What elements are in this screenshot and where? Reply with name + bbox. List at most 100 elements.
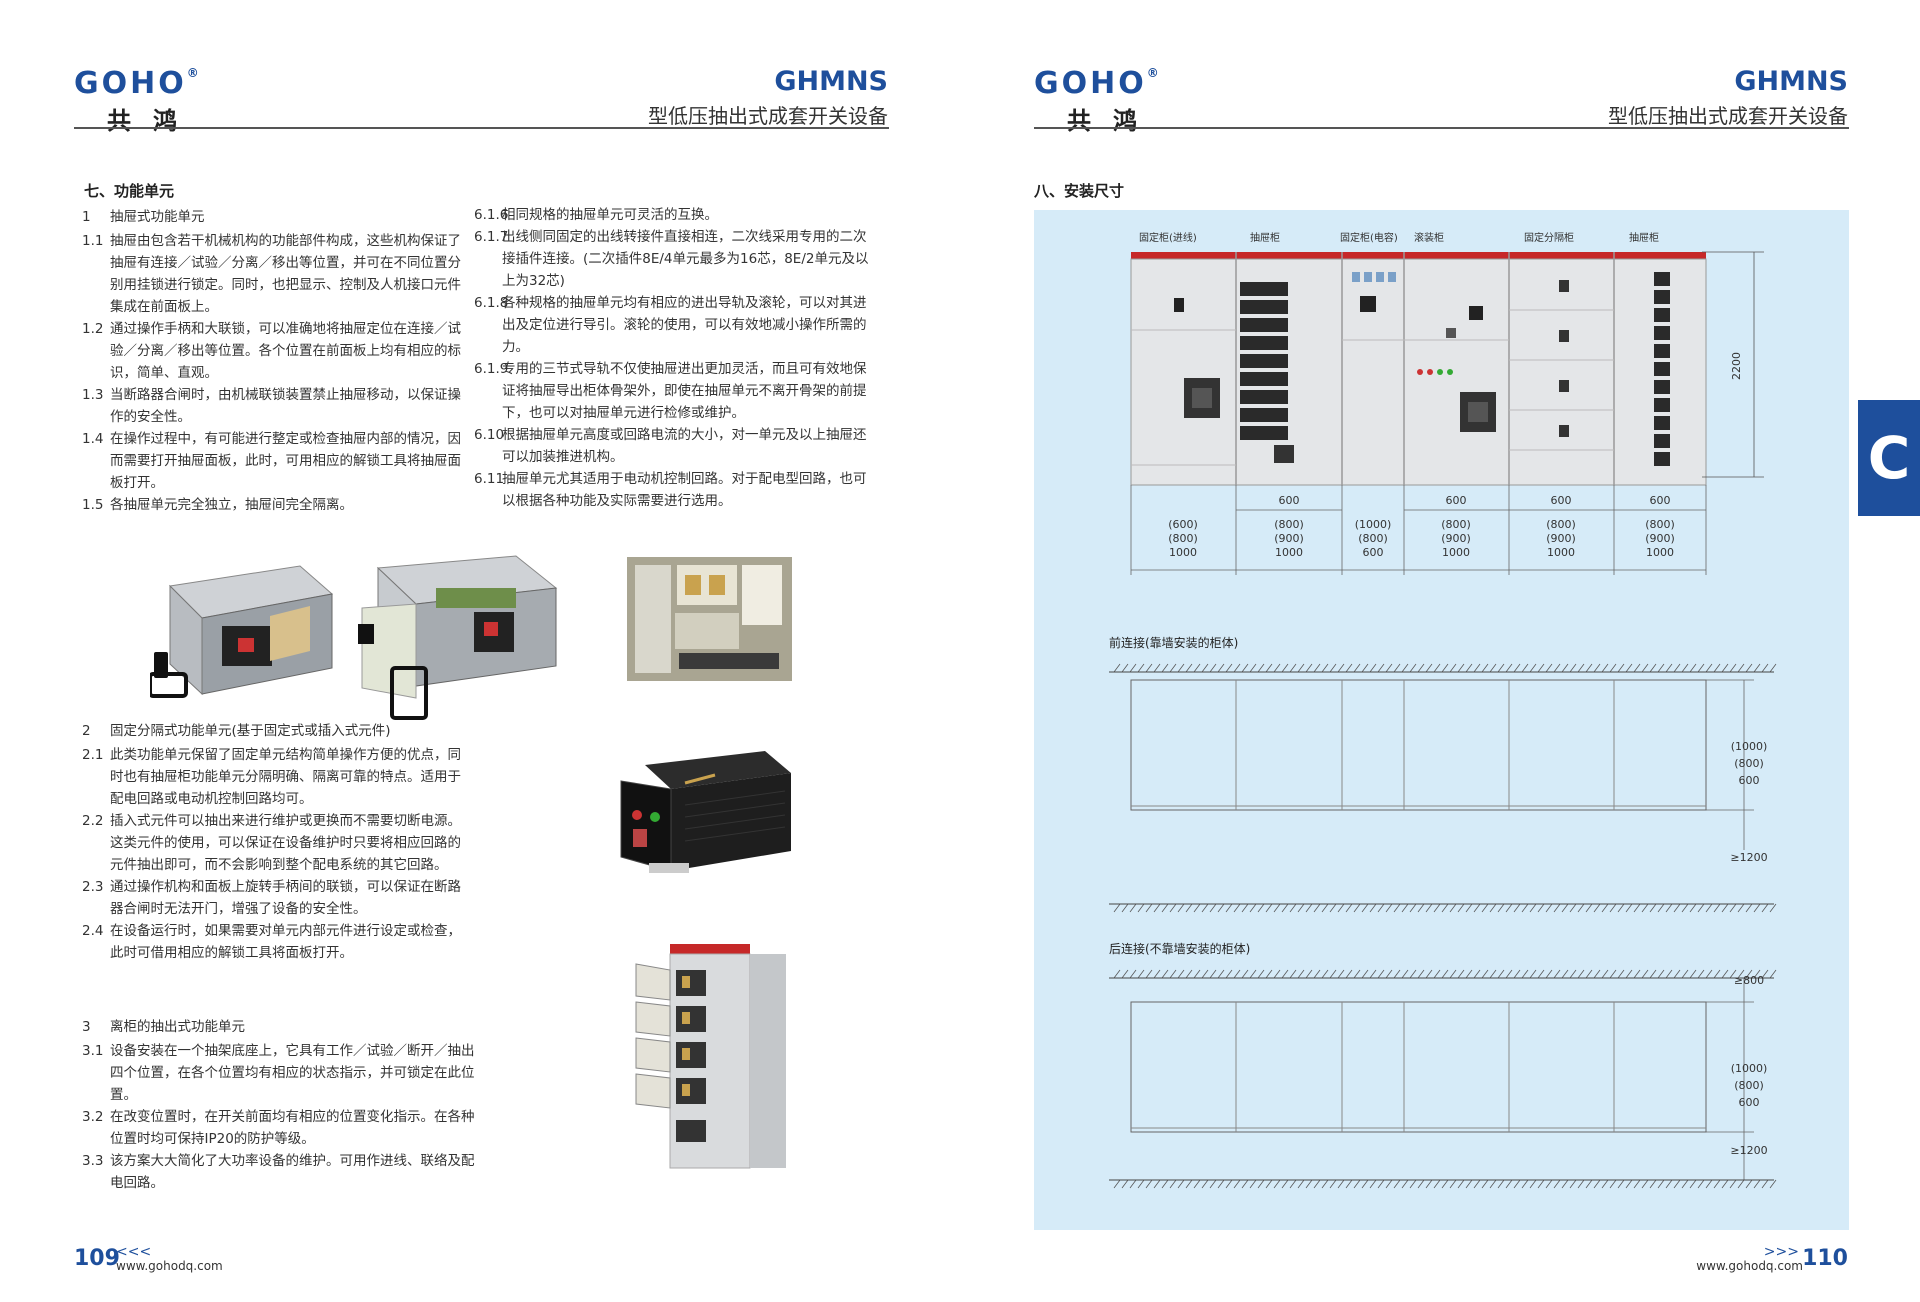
website-url-left[interactable]: www.gohodq.com bbox=[116, 1259, 223, 1273]
hatch-line bbox=[1545, 969, 1553, 979]
hatch-line bbox=[1745, 969, 1753, 979]
hatch-line bbox=[1673, 903, 1681, 913]
hatch-line bbox=[1377, 663, 1385, 673]
hatch-line bbox=[1641, 1179, 1649, 1189]
hatch-line bbox=[1201, 969, 1209, 979]
hatch-line bbox=[1393, 903, 1401, 913]
hatch-line bbox=[1529, 903, 1537, 913]
hatch-line bbox=[1585, 969, 1593, 979]
hatch-line bbox=[1729, 903, 1737, 913]
hatch-line bbox=[1601, 663, 1609, 673]
hatch-line bbox=[1513, 969, 1521, 979]
cabinet-label-1: 固定柜(进线) bbox=[1139, 231, 1197, 244]
hatch-line bbox=[1113, 663, 1121, 673]
item-number: 3 bbox=[82, 1019, 91, 1035]
hatch-line bbox=[1249, 969, 1257, 979]
hatch-line bbox=[1417, 969, 1425, 979]
item-text: 在设备运行时，如果需要对单元内部元件进行设定或检查，此时可借用相应的解锁工具将面… bbox=[110, 923, 461, 961]
hatch-line bbox=[1465, 969, 1473, 979]
hatch-line bbox=[1633, 1179, 1641, 1189]
hatch-line bbox=[1337, 663, 1345, 673]
hatch-line bbox=[1281, 903, 1289, 913]
hatch-line bbox=[1401, 1179, 1409, 1189]
hatch-line bbox=[1233, 969, 1241, 979]
hatch-line bbox=[1401, 663, 1409, 673]
hatch-line bbox=[1257, 1179, 1265, 1189]
hatch-line bbox=[1689, 663, 1697, 673]
item-text: 该方案大大简化了大功率设备的维护。可用作进线、联络及配电回路。 bbox=[110, 1153, 475, 1191]
hatch-line bbox=[1649, 969, 1657, 979]
hatch-line bbox=[1649, 1179, 1657, 1189]
hatch-line bbox=[1521, 663, 1529, 673]
hatch-line bbox=[1217, 1179, 1225, 1189]
hatch-line bbox=[1209, 1179, 1217, 1189]
width-option: (800) bbox=[1168, 532, 1198, 545]
hatch-line bbox=[1673, 969, 1681, 979]
hatch-line bbox=[1289, 903, 1297, 913]
hatch-line bbox=[1385, 969, 1393, 979]
hatch-line bbox=[1649, 903, 1657, 913]
hatch-line bbox=[1233, 1179, 1241, 1189]
width-option: (800) bbox=[1358, 532, 1388, 545]
width-option: (900) bbox=[1546, 532, 1576, 545]
hatch-line bbox=[1353, 1179, 1361, 1189]
hatch-line bbox=[1297, 969, 1305, 979]
hatch-line bbox=[1273, 903, 1281, 913]
hatch-line bbox=[1473, 1179, 1481, 1189]
hatch-line bbox=[1553, 903, 1561, 913]
hatch-line bbox=[1129, 903, 1137, 913]
hatch-line bbox=[1497, 1179, 1505, 1189]
header-divider bbox=[74, 127, 889, 129]
hatch-line bbox=[1409, 1179, 1417, 1189]
hatch-line bbox=[1169, 903, 1177, 913]
hatch-line bbox=[1721, 1179, 1729, 1189]
hatch-line bbox=[1241, 663, 1249, 673]
hatch-line bbox=[1281, 663, 1289, 673]
hatch-line bbox=[1369, 903, 1377, 913]
item-number: 6.11 bbox=[474, 471, 505, 487]
hatch-line bbox=[1209, 969, 1217, 979]
hatch-line bbox=[1553, 969, 1561, 979]
hatch-line bbox=[1697, 663, 1705, 673]
hatch-line bbox=[1121, 903, 1129, 913]
chapter-tab[interactable]: C bbox=[1858, 400, 1920, 516]
hatch-line bbox=[1665, 969, 1673, 979]
hatch-line bbox=[1313, 1179, 1321, 1189]
hatch-line bbox=[1721, 903, 1729, 913]
hatch-line bbox=[1689, 1179, 1697, 1189]
item-text: 通过操作手柄和大联锁，可以准确地将抽屉定位在连接／试验／分离／移出等位置。各个位… bbox=[110, 321, 461, 381]
hatch-line bbox=[1225, 1179, 1233, 1189]
hatch-line bbox=[1401, 903, 1409, 913]
hatch-line bbox=[1513, 903, 1521, 913]
hatch-line bbox=[1409, 903, 1417, 913]
width-option: 1000 bbox=[1442, 546, 1470, 559]
hatch-line bbox=[1369, 969, 1377, 979]
hatch-line bbox=[1601, 903, 1609, 913]
hatch-line bbox=[1489, 903, 1497, 913]
item-text: 当断路器合闸时，由机械联锁装置禁止抽屉移动，以保证操作的安全性。 bbox=[110, 387, 461, 425]
hatch-line bbox=[1361, 1179, 1369, 1189]
height-dimension: 2200 bbox=[1730, 352, 1743, 380]
hatch-line bbox=[1273, 969, 1281, 979]
hatch-line bbox=[1233, 903, 1241, 913]
hatch-line bbox=[1281, 969, 1289, 979]
website-url-right[interactable]: www.gohodq.com bbox=[1696, 1259, 1803, 1273]
width-option: (900) bbox=[1441, 532, 1471, 545]
hatch-line bbox=[1569, 903, 1577, 913]
hatch-line bbox=[1449, 969, 1457, 979]
hatch-line bbox=[1737, 903, 1745, 913]
hatch-line bbox=[1577, 969, 1585, 979]
front-depth-opt-2: (800) bbox=[1734, 757, 1764, 770]
hatch-line bbox=[1209, 663, 1217, 673]
hatch-line bbox=[1721, 969, 1729, 979]
hatch-line bbox=[1633, 903, 1641, 913]
hatch-line bbox=[1345, 1179, 1353, 1189]
hatch-line bbox=[1305, 663, 1313, 673]
page-arrow-right: >>> bbox=[1763, 1244, 1799, 1260]
